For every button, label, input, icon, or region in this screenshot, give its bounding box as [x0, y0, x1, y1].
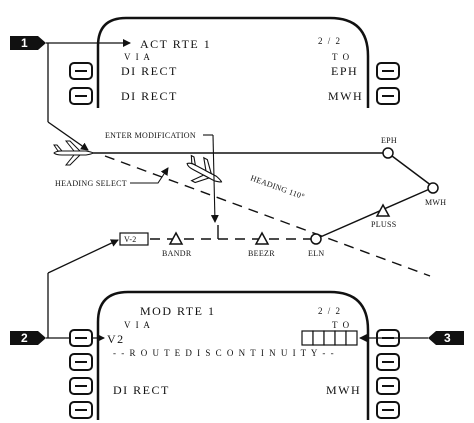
top-cdu-row1-via: DI RECT [121, 64, 178, 78]
callout-3-number: 3 [444, 331, 451, 345]
top-cdu-page: 2 / 2 [318, 36, 342, 46]
waypoint-eln-label: ELN [308, 249, 324, 258]
waypoint-eph [382, 147, 394, 159]
waypoint-eln [310, 233, 322, 245]
top-cdu-row2-to: MWH [328, 89, 363, 103]
airway-v2-label: V-2 [124, 235, 137, 244]
bottom-cdu: MOD RTE 1 2 / 2 V I A T O V2 - - R O U T… [69, 290, 400, 420]
route-line-eph-mwh [387, 152, 433, 187]
heading-select-leader [130, 167, 169, 184]
bottom-cdu-row4-via: DI RECT [113, 383, 170, 397]
heading-path [104, 155, 431, 277]
bottom-cdu-page: 2 / 2 [318, 306, 342, 316]
callout-1-leader-to-aircraft [47, 121, 89, 151]
enter-modification-arrow [210, 134, 219, 223]
aircraft-icon [53, 140, 94, 166]
waypoint-beezr-label: BEEZR [248, 249, 275, 258]
callout-2-leader-to-v2 [47, 239, 119, 274]
waypoint-eph-label: EPH [381, 136, 397, 145]
bottom-cdu-to-header: T O [332, 320, 351, 330]
callout-2-badge [10, 331, 46, 345]
waypoint-bandr [168, 231, 184, 245]
callout-1-badge [10, 36, 46, 50]
bottom-cdu-frame [96, 290, 370, 420]
waypoint-bandr-label: BANDR [162, 249, 192, 258]
box-prompt-1 [301, 330, 314, 346]
box-prompt-field[interactable] [301, 330, 358, 346]
box-prompt-4 [334, 330, 347, 346]
aircraft-fuselage [53, 150, 94, 156]
turning-aircraft-icon [186, 154, 223, 184]
top-cdu-title: ACT RTE 1 [140, 37, 211, 51]
turning-aircraft-tail [190, 154, 197, 167]
waypoint-beezr [254, 231, 270, 245]
top-cdu-via-header: V I A [124, 52, 151, 62]
heading-select-label: HEADING SELECT [55, 179, 127, 188]
airway-v2-box [119, 232, 149, 246]
callout-3: 3 [359, 331, 464, 345]
top-cdu-row2-via: DI RECT [121, 89, 178, 103]
bottom-cdu-via-header: V I A [124, 320, 151, 330]
top-cdu-frame [96, 16, 370, 108]
callout-2-number: 2 [21, 331, 28, 345]
callout-1: 1 [10, 36, 131, 151]
box-prompt-5 [345, 330, 358, 346]
turning-aircraft-wing-upper [203, 156, 213, 175]
enter-modification-label: ENTER MODIFICATION [105, 131, 196, 140]
aircraft-wing-upper [64, 140, 82, 152]
callout-3-badge [428, 331, 464, 345]
callout-1-number: 1 [21, 36, 28, 50]
box-prompt-2 [312, 330, 325, 346]
top-cdu: ACT RTE 1 2 / 2 V I A T O DI RECT EPH DI… [69, 16, 400, 108]
waypoint-pluss [375, 203, 391, 217]
route-map: EPH MWH PLUSS ELN BANDR BEEZR V-2 ENT [53, 131, 446, 277]
heading-label: HEADING 110° [249, 173, 306, 201]
turning-aircraft-wing-lower [190, 174, 211, 184]
waypoint-mwh [427, 182, 439, 194]
top-cdu-to-header: T O [332, 52, 351, 62]
bottom-cdu-row1-via: V2 [107, 332, 125, 346]
aircraft-wing-lower [64, 154, 82, 166]
route-discontinuity-text: - - R O U T E D I S C O N T I N U I T Y … [113, 348, 335, 358]
bottom-cdu-row4-to: MWH [326, 383, 361, 397]
route-line-mwh-eln [317, 187, 433, 239]
aircraft-tail [53, 144, 64, 152]
waypoint-pluss-label: PLUSS [371, 220, 397, 229]
waypoint-mwh-label: MWH [425, 198, 446, 207]
top-cdu-row1-to: EPH [331, 64, 358, 78]
box-prompt-3 [323, 330, 336, 346]
bottom-cdu-title: MOD RTE 1 [140, 304, 215, 318]
callout-2: 2 [10, 239, 119, 345]
